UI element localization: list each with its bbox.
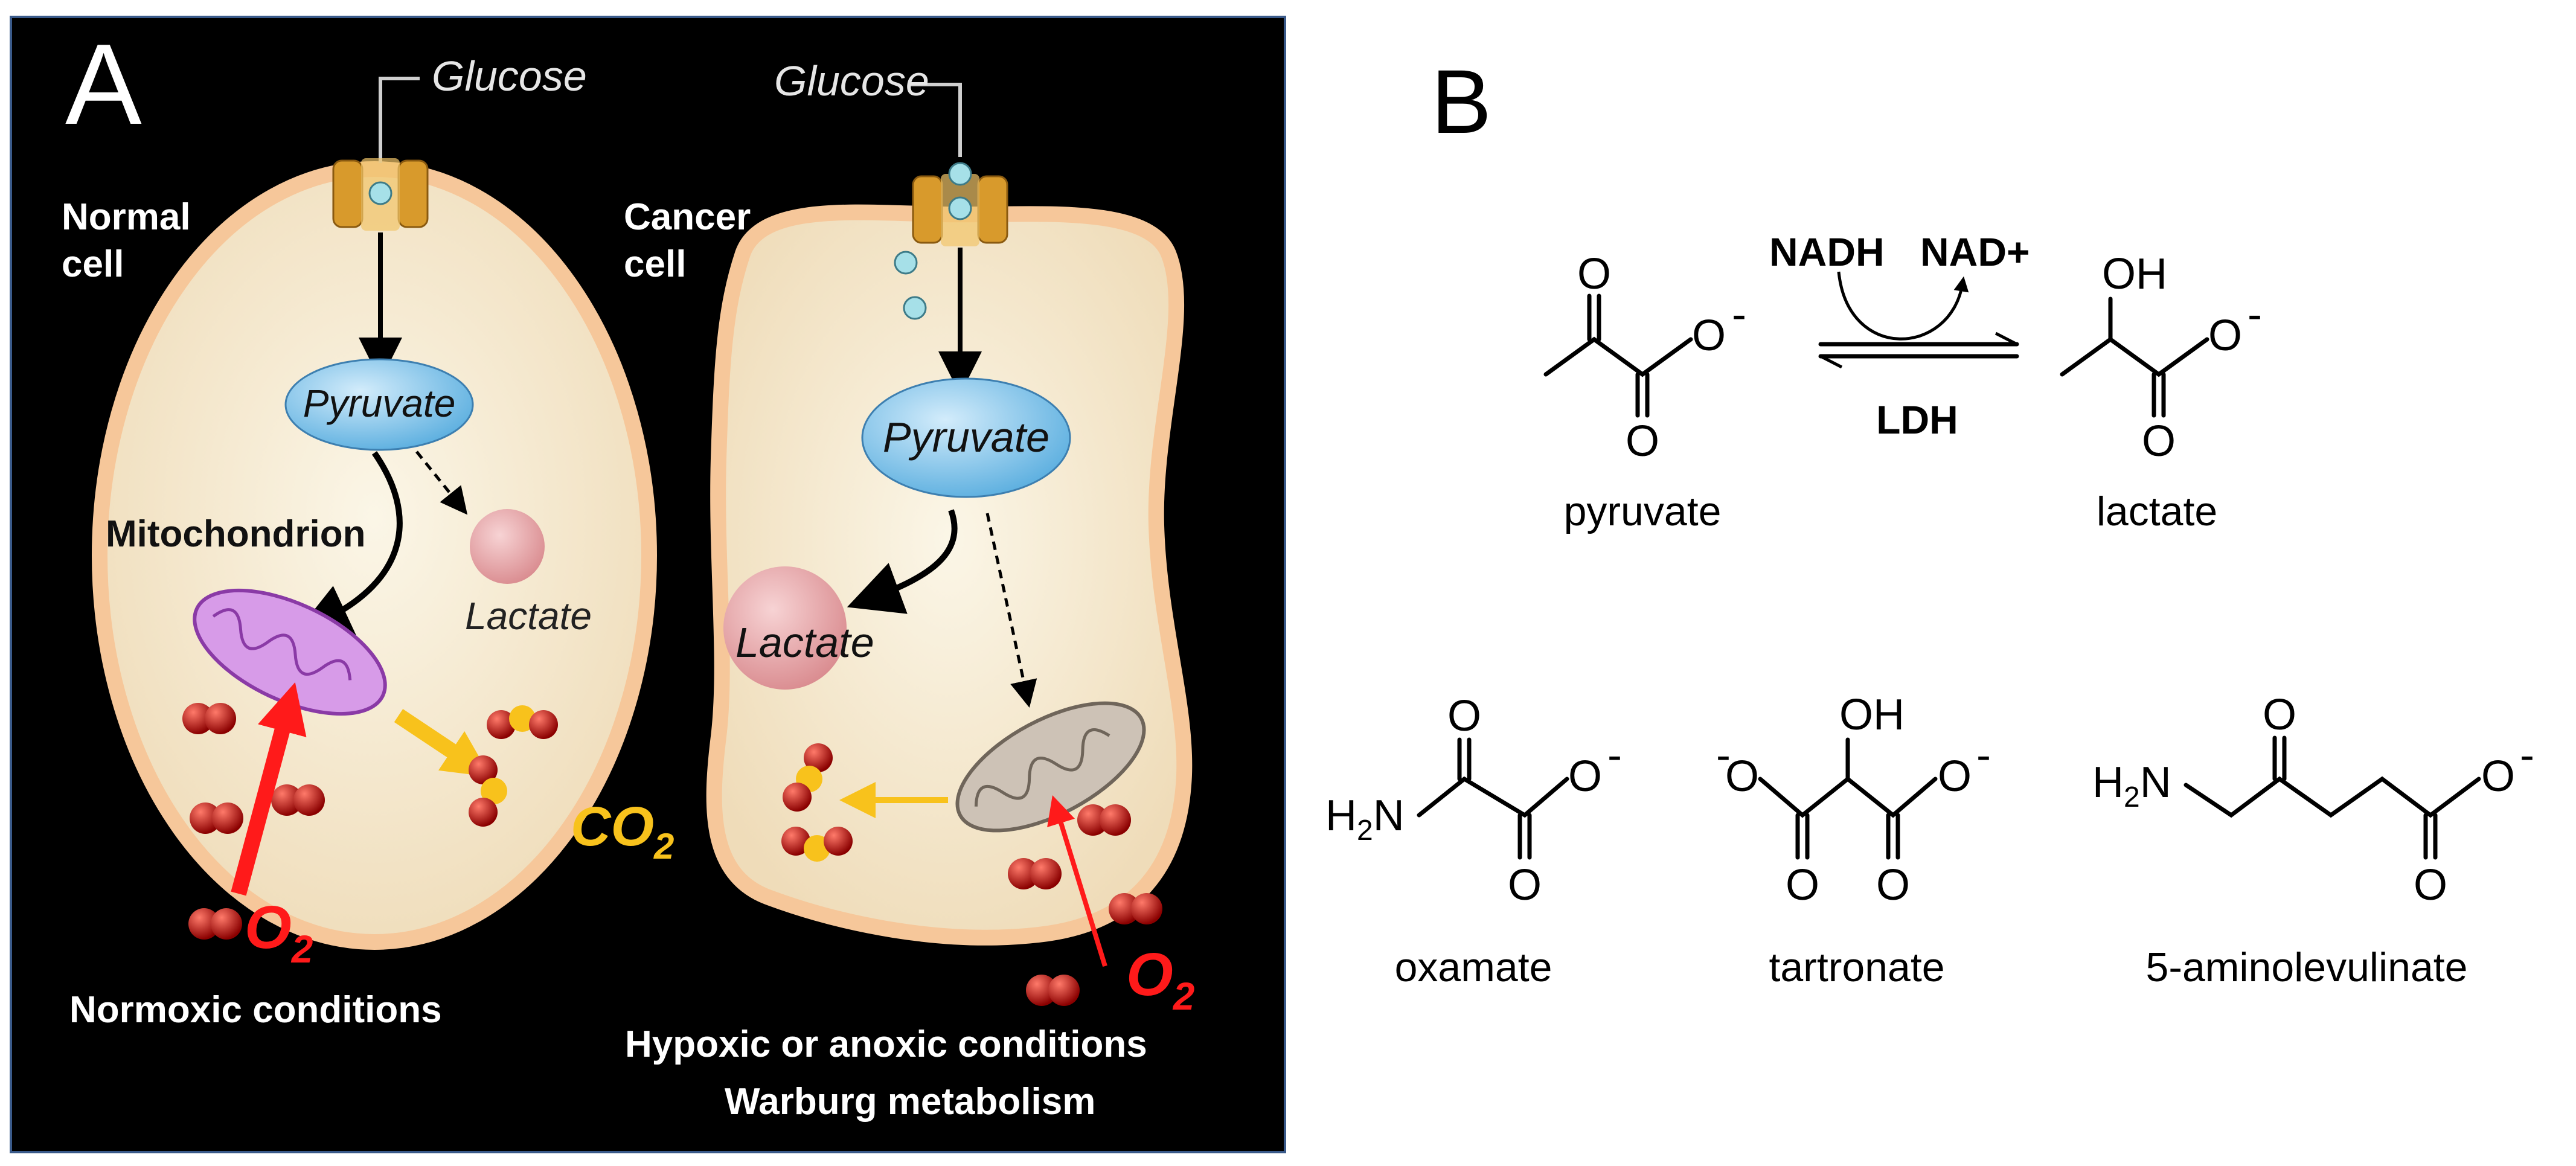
glucose-molecule	[948, 162, 972, 186]
normal-cell-membrane	[92, 161, 657, 950]
o2-molecule	[271, 784, 325, 816]
aminolevulinate-carbonyl-oxygen: O	[2414, 861, 2447, 909]
co2-release-arrow	[394, 709, 491, 777]
panel-a: A Normal cell Glucose Pyruvate	[10, 16, 1286, 1153]
glucose-molecule	[903, 296, 927, 320]
oxamate-oxygen-3: O	[1568, 752, 1602, 801]
cancer-o2-molecules	[1008, 804, 1162, 1006]
pyruvate-carbonyl-oxygen: O	[1626, 417, 1659, 466]
oxamate-charge: -	[1607, 731, 1622, 780]
oxamate-name: oxamate	[1395, 944, 1552, 990]
pyruvate-to-mitochondrion-arrow	[295, 451, 403, 635]
co2-molecule	[487, 705, 558, 739]
panel-b: B O O O - pyruvate NADH NAD+ LDH	[1325, 51, 2534, 990]
tartronate-structure: - O OH O O O - tartronate	[1716, 691, 1991, 990]
glucose-molecule	[894, 251, 918, 275]
nadh-label: NADH	[1769, 229, 1885, 274]
lactate-carbonyl-oxygen: O	[2142, 417, 2176, 466]
cancer-lactate-label: Lactate	[735, 619, 874, 666]
tartronate-hydroxyl: OH	[1839, 691, 1905, 739]
cancer-o2-label: O2	[1126, 941, 1194, 1018]
tartronate-oxygen-2: O	[1786, 861, 1819, 909]
cancer-lactate-circle	[723, 566, 847, 690]
mitochondrion-label: Mitochondrion	[106, 513, 365, 555]
aminolevulinate-amine: H2N	[2092, 758, 2171, 813]
panel-a-label: A	[65, 21, 142, 149]
oxamate-oxygen-2: O	[1508, 861, 1542, 909]
aminolevulinate-name: 5-aminolevulinate	[2146, 944, 2468, 990]
tartronate-name: tartronate	[1769, 944, 1944, 990]
pyruvate-structure: O O O - pyruvate	[1543, 250, 1746, 534]
normal-cell-title: Normal cell	[62, 196, 201, 285]
co2-molecule	[469, 755, 507, 827]
normal-cell: Normal cell Glucose Pyruvate Lactate Mit…	[62, 53, 674, 1031]
nad-plus-label: NAD+	[1920, 229, 2030, 274]
o2-molecule	[1008, 858, 1062, 889]
lactate-name: lactate	[2097, 489, 2217, 534]
cancer-pyruvate-label: Pyruvate	[883, 414, 1049, 461]
normal-lactate-label: Lactate	[465, 594, 592, 638]
normal-lactate-circle	[470, 509, 545, 584]
co2-molecule	[781, 827, 853, 862]
ldh-reaction: NADH NAD+ LDH	[1769, 229, 2030, 442]
cancer-o2-influx-arrow	[1047, 795, 1107, 967]
normal-co2-molecules	[469, 705, 558, 827]
cancer-pyruvate-oval	[861, 377, 1071, 498]
ldh-label: LDH	[1876, 397, 1958, 442]
aminolevulinate-ketone-oxygen: O	[2263, 691, 2296, 739]
pyruvate-carboxylate-oxygen: O	[1692, 312, 1726, 360]
o2-molecule	[1077, 804, 1131, 836]
o2-molecule	[190, 802, 243, 834]
normal-glucose-label: Glucose	[432, 53, 587, 100]
glucose-molecule	[948, 196, 972, 220]
o2-molecule	[1109, 893, 1162, 924]
aminolevulinate-carboxylate-oxygen: O	[2481, 752, 2515, 801]
tartronate-oxygen-3: O	[1876, 861, 1910, 909]
o2-molecule	[182, 703, 236, 734]
normal-o2-influx-arrow	[231, 682, 307, 896]
cancer-glucose-label: Glucose	[774, 57, 929, 104]
normal-pyruvate-label: Pyruvate	[303, 382, 456, 425]
cancer-pyruvate-to-mitochondrion-dashed-arrow	[985, 513, 1037, 708]
panel-b-label: B	[1431, 51, 1491, 152]
oxamate-oxygen-1: O	[1447, 692, 1481, 740]
aminolevulinate-structure: H2N O O O - 5-aminolevulinate	[2092, 691, 2534, 990]
pyruvate-ketone-oxygen: O	[1577, 250, 1611, 298]
oxamate-amine: H2N	[1325, 792, 1405, 847]
glucose-uptake-line	[379, 77, 420, 163]
o2-molecule	[188, 908, 242, 940]
hypoxic-conditions-label: Hypoxic or anoxic conditions	[625, 1023, 1147, 1065]
tartronate-charge-left: -	[1716, 731, 1731, 780]
lactate-structure: OH O O - lactate	[2060, 250, 2262, 534]
pyruvate-charge: -	[1732, 290, 1746, 339]
oxamate-structure: H2N O O O - oxamate	[1325, 692, 1622, 990]
o2-molecule	[1026, 975, 1080, 1006]
cofactor-arc	[1837, 271, 1969, 341]
co2-label: CO2	[571, 796, 674, 866]
tartronate-oxygen-right: O	[1938, 752, 1972, 801]
co2-molecule	[783, 743, 833, 812]
cancer-cell: Cancer cell Glucose Pyruvate L	[624, 57, 1194, 1123]
normal-o2-label: O2	[245, 894, 313, 971]
normoxic-conditions-label: Normoxic conditions	[69, 989, 442, 1031]
pyruvate-to-lactate-dashed-arrow	[415, 450, 468, 515]
lactate-hydroxyl: OH	[2102, 250, 2167, 298]
lactate-carboxylate-oxygen: O	[2208, 312, 2242, 360]
glucose-molecules	[894, 162, 972, 320]
cancer-co2-molecules	[781, 743, 853, 862]
tartronate-oxygen-left: O	[1725, 752, 1759, 801]
cancer-pyruvate-to-lactate-arrow	[847, 509, 958, 614]
normal-o2-molecules	[182, 703, 325, 940]
cancer-cell-title: Cancer cell	[624, 196, 761, 285]
aminolevulinate-charge: -	[2520, 731, 2534, 780]
cancer-glucose-uptake-line	[909, 83, 962, 157]
pyruvate-name: pyruvate	[1564, 489, 1722, 534]
glucose-transporter	[332, 158, 429, 231]
lactate-charge: -	[2248, 290, 2262, 339]
warburg-metabolism-label: Warburg metabolism	[725, 1081, 1095, 1123]
normal-pyruvate-oval	[284, 358, 474, 451]
tartronate-charge-right: -	[1976, 731, 1991, 780]
